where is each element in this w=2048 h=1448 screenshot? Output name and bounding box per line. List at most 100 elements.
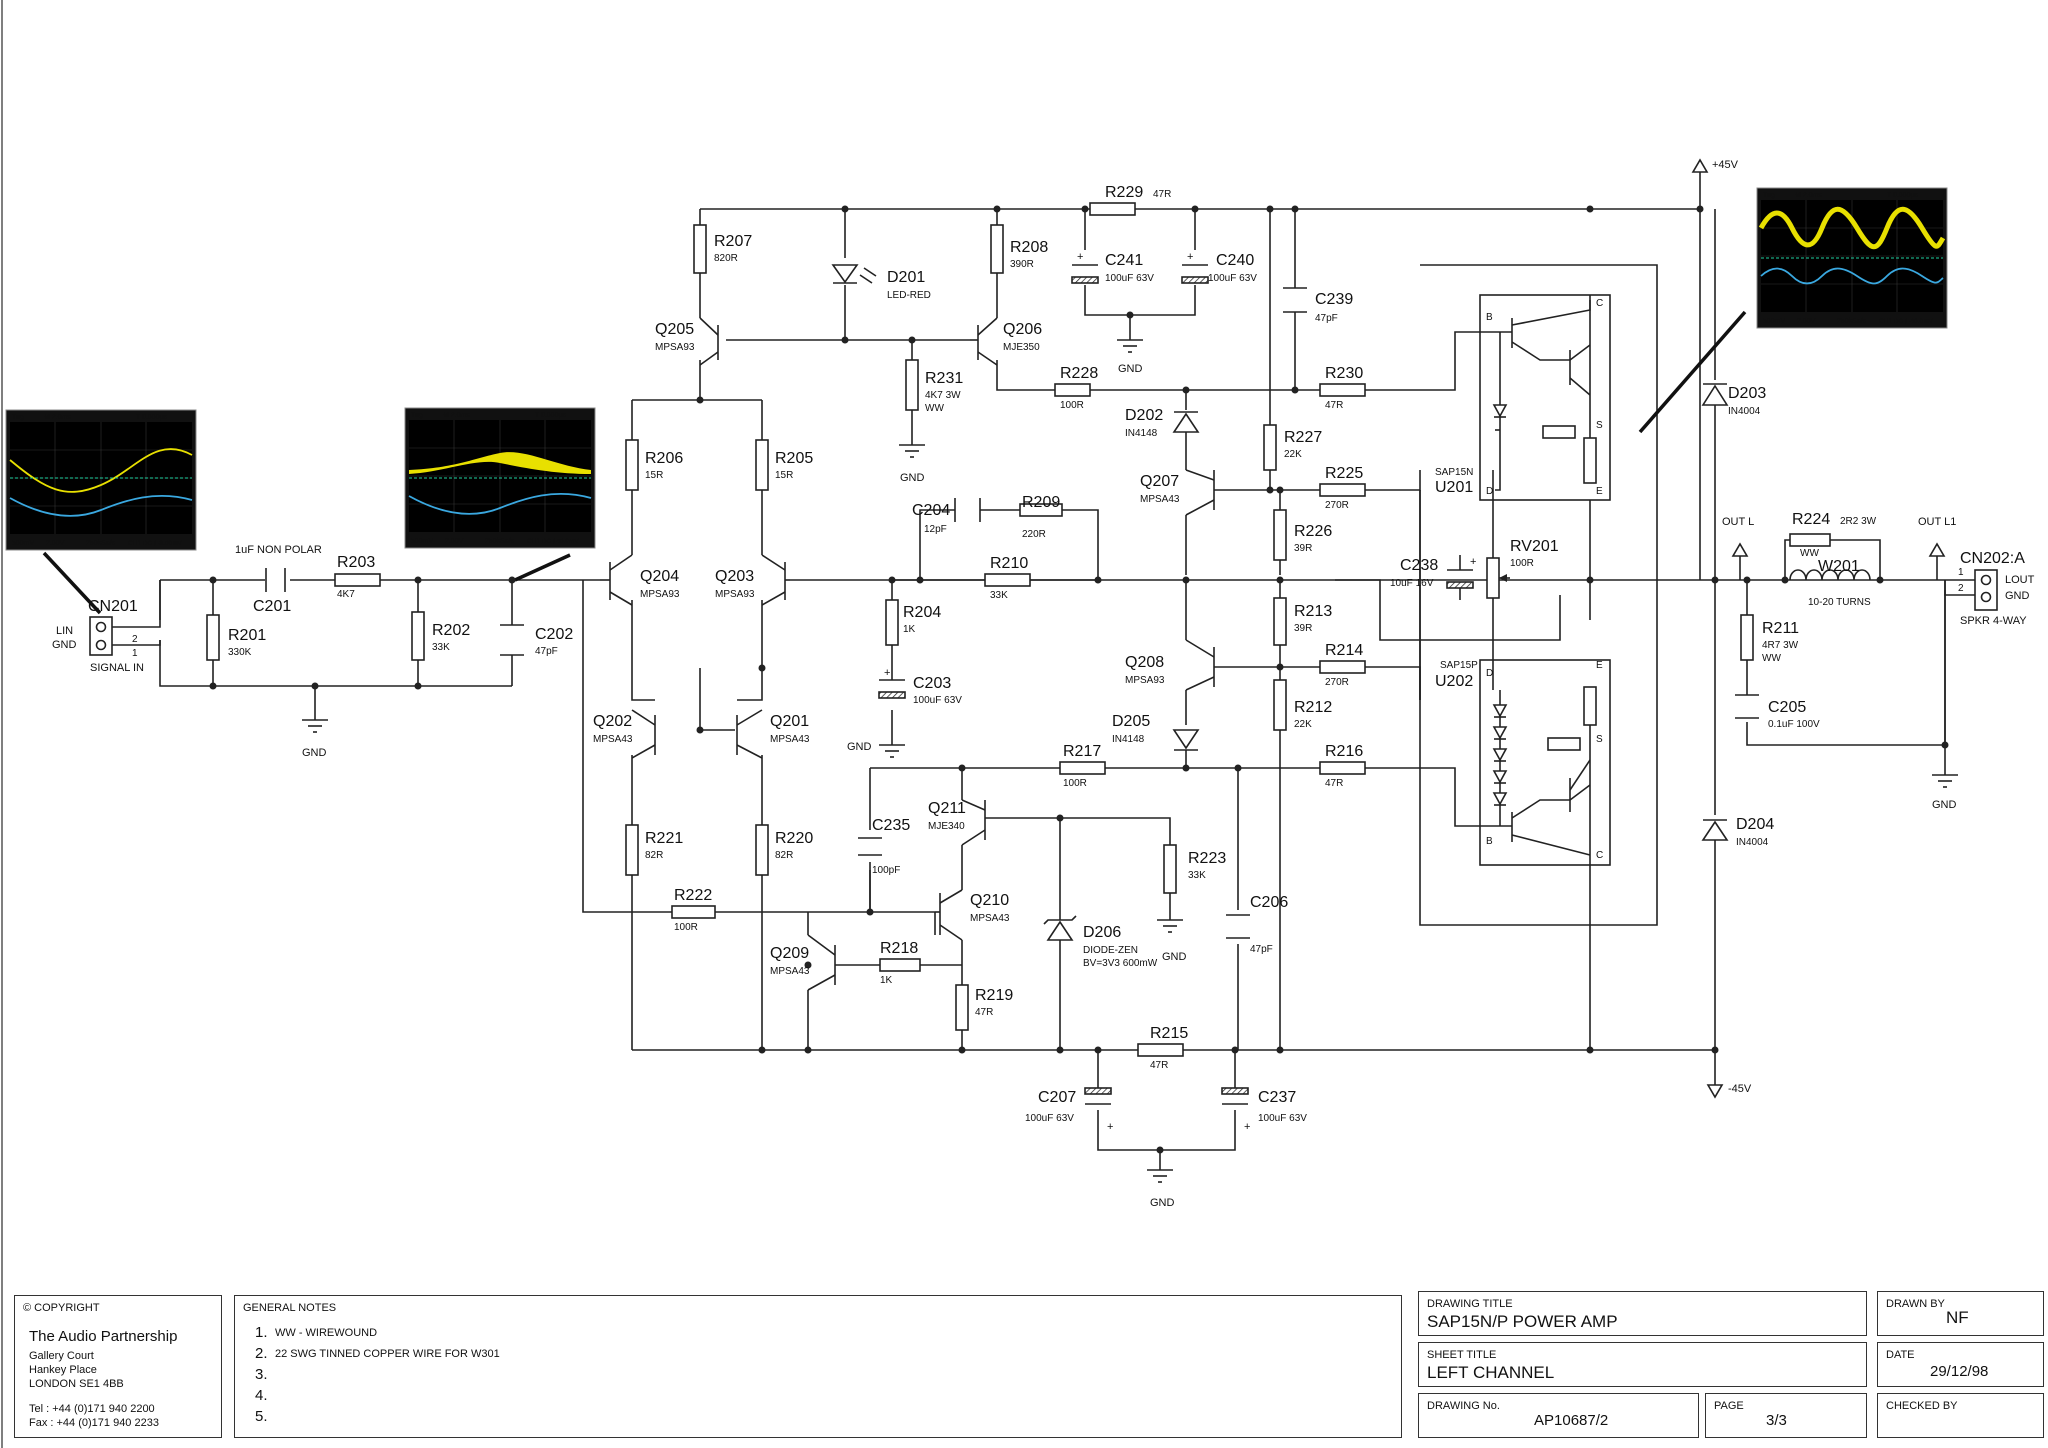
u202-pin-c: C: [1596, 850, 1603, 861]
c205-value: 0.1uF 100V: [1768, 719, 1820, 730]
cn201-pin-lin: LIN: [56, 625, 73, 637]
sheet-title: LEFT CHANNEL: [1427, 1363, 1555, 1382]
r229-value: 47R: [1153, 189, 1171, 200]
scope-rate: 250kSa/s: [86, 540, 116, 547]
vneg-label: -45V: [1728, 1083, 1752, 1095]
address-line: Gallery Court: [29, 1350, 94, 1362]
cn201-pin-gnd: GND: [52, 639, 77, 651]
r217-ref: R217: [1063, 743, 1101, 760]
r211-value: 4R7 3W: [1762, 640, 1799, 651]
vpos-label: +45V: [1712, 159, 1739, 171]
scope-trigger-level: CH1 DC ʃ 40.0mV: [527, 538, 579, 545]
q203-value: MPSA93: [715, 589, 755, 600]
w201-value: 10-20 TURNS: [1808, 597, 1871, 608]
notes-list: 1.WW - WIREWOUND 2.22 SWG TINNED COPPER …: [255, 1322, 500, 1427]
r216-value: 47R: [1325, 778, 1343, 789]
r231-ref: R231: [925, 370, 963, 387]
r215-value: 47R: [1150, 1060, 1168, 1071]
ground-symbols: [302, 158, 1958, 1183]
cn202-pin-lout: LOUT: [2005, 574, 2035, 586]
c203-ref: C203: [913, 675, 951, 692]
r201-value: 330K: [228, 647, 252, 658]
c240-value: 100uF 63V: [1208, 273, 1257, 284]
d201-value: LED-RED: [887, 290, 931, 301]
r203-value: 4K7: [337, 589, 355, 600]
address-line: Hankey Place: [29, 1364, 97, 1376]
address-line: LONDON SE1 4BB: [29, 1378, 124, 1390]
note-item: 2.22 SWG TINNED COPPER WIRE FOR W301: [255, 1345, 500, 1362]
c202-ref: C202: [535, 626, 573, 643]
d201-ref: D201: [887, 269, 925, 286]
r209-value: 220R: [1022, 529, 1046, 540]
cn202-pin-gnd: GND: [2005, 590, 2030, 602]
r201-ref: R201: [228, 627, 266, 644]
r203-ref: R203: [337, 554, 375, 571]
q206-ref: Q206: [1003, 321, 1042, 338]
r211-ref: R211: [1762, 620, 1799, 637]
q209-value: MPSA43: [770, 966, 810, 977]
drawing-title-caption: DRAWING TITLE: [1427, 1298, 1513, 1310]
c240-plus: +: [1187, 251, 1193, 263]
u201-pin-b: B: [1486, 312, 1493, 323]
cn202-pin1-number: 1: [1958, 567, 1964, 578]
r225-value: 270R: [1325, 500, 1349, 511]
r221-ref: R221: [645, 830, 683, 847]
u202-pin-e: E: [1596, 660, 1603, 671]
d202-ref: D202: [1125, 407, 1163, 424]
q210-ref: Q210: [970, 892, 1009, 909]
scope-inset-left: Trig M 2.0ms T 0.000μs 500mV 2.00V 250kS…: [5, 409, 197, 551]
scope-inset-middle: Trig M 2.0ms T 0.000μs 500mV 2.00V 250kS…: [404, 407, 596, 549]
scope-ch1: 500mV: [12, 540, 35, 547]
r226-ref: R226: [1294, 523, 1332, 540]
c241-plus: +: [1077, 251, 1083, 263]
r202-ref: R202: [432, 622, 470, 639]
d205-value: IN4148: [1112, 734, 1145, 745]
c239-ref: C239: [1315, 291, 1353, 308]
r222-value: 100R: [674, 922, 698, 933]
r230-value: 47R: [1325, 400, 1343, 411]
r230-ref: R230: [1325, 365, 1363, 382]
r223-value: 33K: [1188, 870, 1206, 881]
drawing-title-box: DRAWING TITLE SAP15N/P POWER AMP: [1418, 1291, 1867, 1336]
c235-ref: C235: [872, 817, 910, 834]
u201-pin-e: E: [1596, 486, 1603, 497]
scope-ch1: 500mV: [411, 538, 434, 545]
c237-value: 100uF 63V: [1258, 1113, 1307, 1124]
c241-ref: C241: [1105, 252, 1143, 269]
cn201-desc: SIGNAL IN: [90, 662, 144, 674]
transistors: [600, 317, 1215, 991]
drawn-by: NF: [1946, 1308, 1969, 1327]
c235-value: 100pF: [872, 865, 900, 876]
cn202-ref: CN202:A: [1960, 550, 2025, 567]
q204-ref: Q204: [640, 568, 679, 585]
fax: Fax : +44 (0)171 940 2233: [29, 1417, 159, 1429]
c238-value: 10uF 16V: [1390, 578, 1434, 589]
r226-value: 39R: [1294, 543, 1312, 554]
checked-by-box: CHECKED BY: [1877, 1393, 2044, 1438]
r223-ref: R223: [1188, 850, 1226, 867]
d205-ref: D205: [1112, 713, 1150, 730]
q205-ref: Q205: [655, 321, 694, 338]
r213-ref: R213: [1294, 603, 1332, 620]
rv201-value: 100R: [1510, 558, 1534, 569]
r205-ref: R205: [775, 450, 813, 467]
r224-note: WW: [1800, 548, 1819, 559]
note-item: 3.: [255, 1366, 268, 1383]
r216-ref: R216: [1325, 743, 1363, 760]
cn202-pin2-number: 2: [1958, 583, 1964, 594]
r220-value: 82R: [775, 850, 793, 861]
u202-pin-s: S: [1596, 734, 1603, 745]
r206-value: 15R: [645, 470, 663, 481]
scope-t0: T 0.000μs: [535, 412, 567, 419]
copyright-box: © COPYRIGHT The Audio Partnership Galler…: [14, 1295, 222, 1438]
r214-value: 270R: [1325, 677, 1349, 688]
q201-ref: Q201: [770, 713, 809, 730]
c240-ref: C240: [1216, 252, 1254, 269]
r225-ref: R225: [1325, 465, 1363, 482]
c207-ref: C207: [1038, 1089, 1076, 1106]
scope-trigger-level: CH1 DC ʃ -8.00mV: [128, 540, 182, 547]
r218-value: 1K: [880, 975, 893, 986]
q203-ref: Q203: [715, 568, 754, 585]
cn201-ref: CN201: [88, 598, 138, 615]
scope-ch1: 500mV: [1763, 318, 1786, 325]
